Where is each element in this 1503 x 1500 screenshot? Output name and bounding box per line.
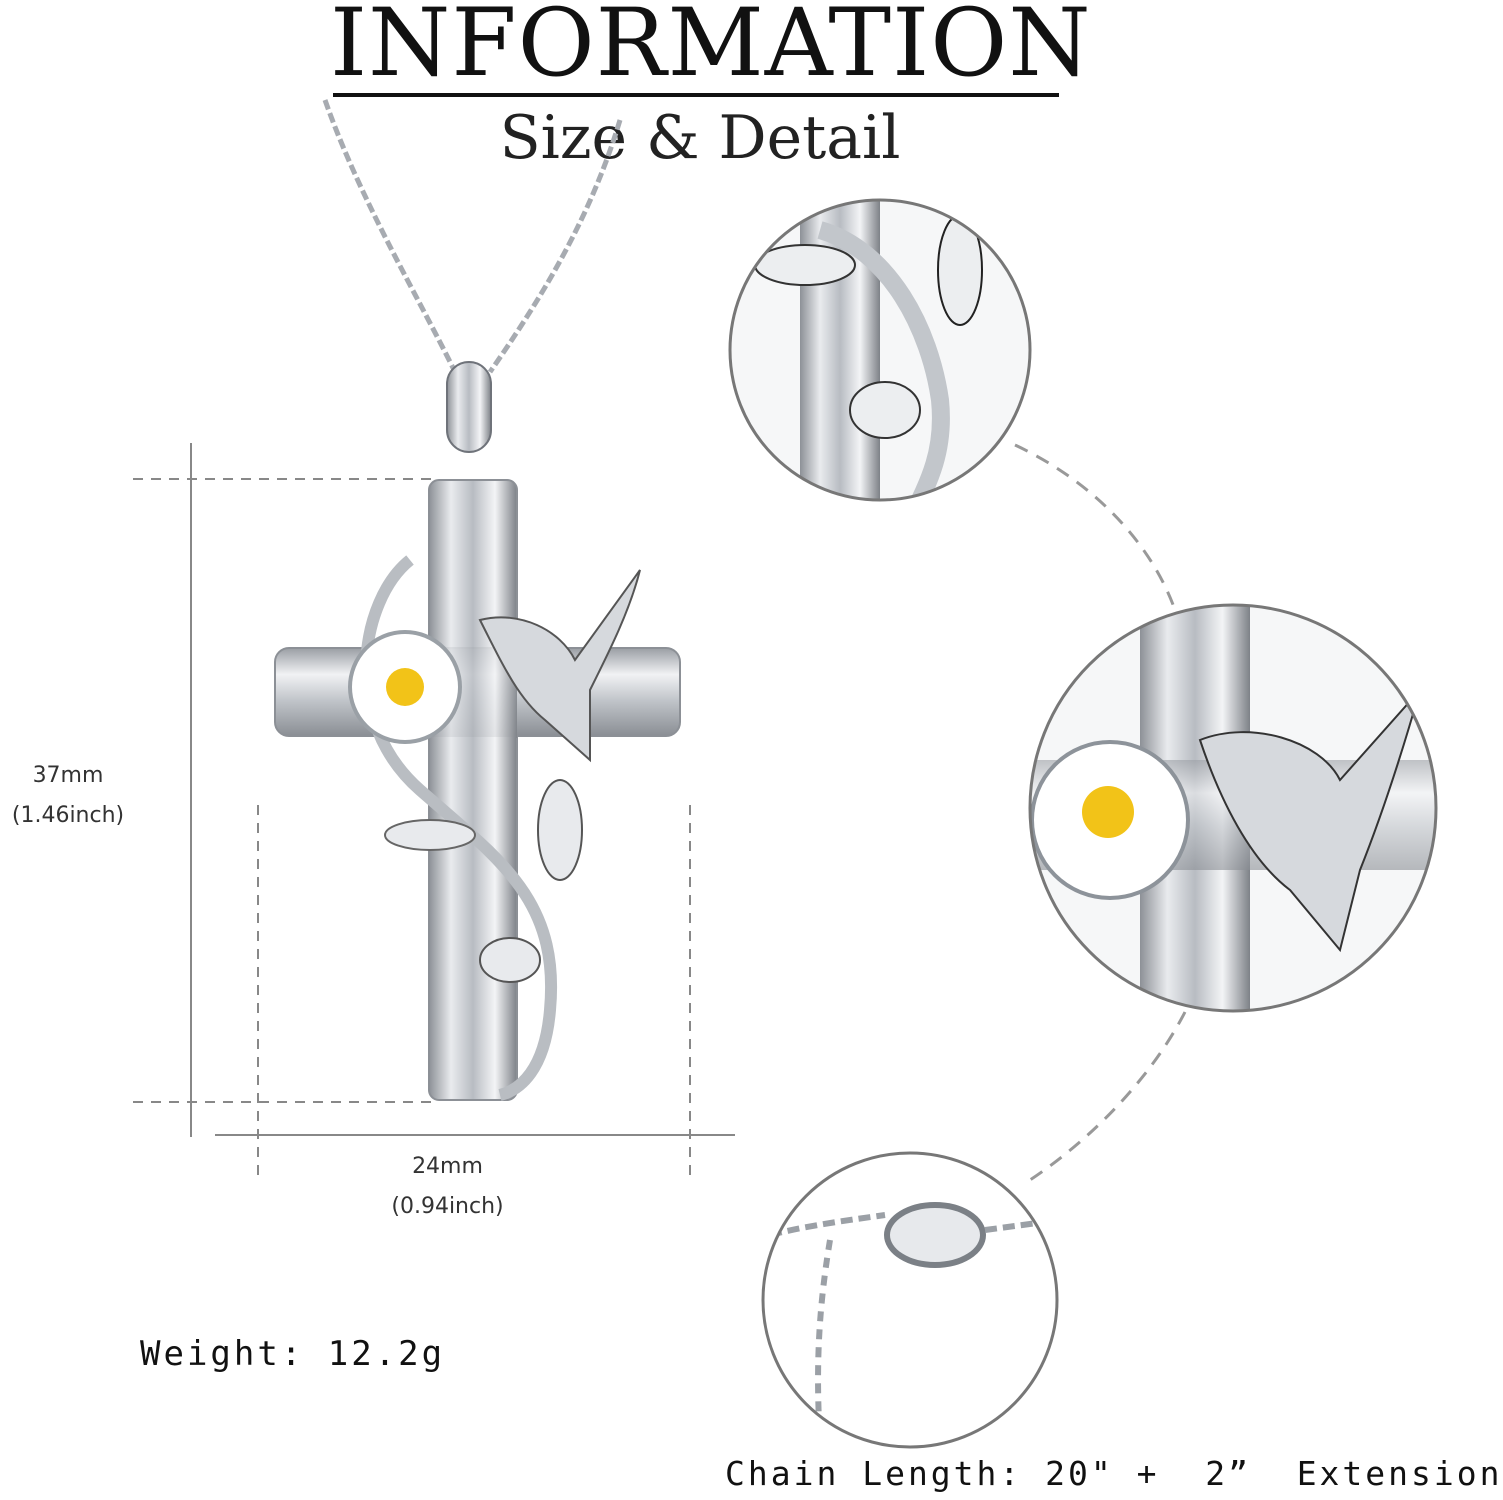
width-label: 24mm (0.94inch) <box>370 1147 525 1227</box>
dimension-lines <box>133 443 735 1180</box>
width-inch: (0.94inch) <box>391 1194 504 1219</box>
height-label: 37mm (1.46inch) <box>0 756 136 836</box>
product-illustration <box>133 99 1438 1449</box>
page-title: INFORMATION <box>330 0 1092 98</box>
necklace-chain <box>322 99 623 374</box>
height-inch: (1.46inch) <box>11 803 125 828</box>
weight-spec: Weight: 12.2g <box>140 1334 446 1374</box>
page-subtitle: Size & Detail <box>499 103 901 173</box>
clasp-detail-image <box>761 1151 1059 1449</box>
chain-length-spec: Chain Length: 20" + 2” Extension <box>725 1454 1503 1493</box>
pendant-bail <box>446 361 492 453</box>
width-mm: 24mm <box>412 1154 483 1179</box>
connector-lines <box>1014 443 1187 1182</box>
title-underline <box>333 93 1059 97</box>
leaf-detail-image <box>728 198 1032 502</box>
hummingbird-detail-image <box>1028 603 1438 1013</box>
cross-pendant-image <box>274 479 681 1101</box>
height-mm: 37mm <box>32 763 104 788</box>
